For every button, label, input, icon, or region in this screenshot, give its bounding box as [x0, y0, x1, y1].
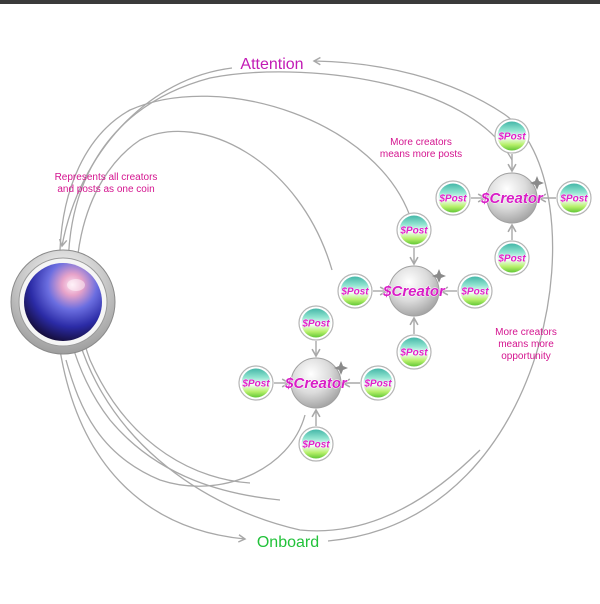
arc-attention-to-main-coin: [58, 67, 233, 248]
sparkle-icon: [432, 269, 446, 283]
post-coin-top-3: $Post: [298, 305, 334, 341]
post-coin-label: $Post: [559, 194, 588, 205]
post-coin-label: $Post: [301, 440, 330, 451]
post-coin-left-3: $Post: [238, 365, 274, 401]
svg-text:and posts as one coin: and posts as one coin: [57, 184, 154, 195]
post-coin-label: $Post: [363, 379, 392, 390]
post-coin-bottom-3: $Post: [298, 426, 334, 462]
creator-coin-2: $Creator: [382, 265, 446, 317]
svg-text:More creators: More creators: [390, 137, 452, 148]
sparkle-icon: [530, 176, 544, 190]
svg-text:opportunity: opportunity: [501, 351, 550, 362]
attention-label: Attention: [240, 56, 303, 73]
svg-text:More creators: More creators: [495, 327, 557, 338]
post-coin-label: $Post: [340, 287, 369, 298]
creator-coin-1: $Creator: [480, 172, 544, 224]
svg-text:Represents all creators: Represents all creators: [55, 172, 158, 183]
post-coin-label: $Post: [241, 379, 270, 390]
post-coin-label: $Post: [497, 254, 526, 265]
annotation-represents: Represents all creators and posts as one…: [55, 172, 158, 195]
post-coin-left-1: $Post: [435, 180, 471, 216]
post-coin-label: $Post: [460, 287, 489, 298]
post-coin-left-2: $Post: [337, 273, 373, 309]
creator-coin-label: $Creator: [480, 190, 544, 207]
post-coin-right-1: $Post: [556, 180, 592, 216]
post-coin-bottom-2: $Post: [396, 334, 432, 370]
creator-coin-3: $Creator: [284, 357, 348, 409]
sparkle-icon: [334, 361, 348, 375]
annotation-more-opportunity: More creators means more opportunity: [495, 327, 557, 362]
post-coin-top-1: $Post: [494, 118, 530, 154]
post-coin-label: $Post: [301, 319, 330, 330]
post-coin-label: $Post: [438, 194, 467, 205]
coin-clusters: $Creator $Post $Post $Post $Post $Creator $Pos…: [238, 118, 592, 462]
arc-inner-4: [65, 359, 306, 487]
blue-sphere-coin-icon: [10, 249, 116, 355]
creator-coin-label: $Creator: [284, 375, 348, 392]
post-coin-right-2: $Post: [457, 273, 493, 309]
top-border: [0, 0, 600, 4]
post-coin-bottom-1: $Post: [494, 240, 530, 276]
post-coin-label: $Post: [399, 348, 428, 359]
post-coin-label: $Post: [399, 226, 428, 237]
arc-main-coin-to-onboard: [59, 349, 247, 543]
creator-coin-label: $Creator: [382, 283, 446, 300]
arc-inner-3: [75, 130, 333, 484]
svg-text:means more: means more: [498, 339, 554, 350]
arc-inner-2: [59, 95, 413, 501]
post-coin-right-3: $Post: [360, 365, 396, 401]
annotation-more-posts: More creators means more posts: [380, 137, 462, 160]
post-coin-top-2: $Post: [396, 212, 432, 248]
svg-text:means more posts: means more posts: [380, 149, 462, 160]
arc-onboard-to-attention: [312, 56, 554, 542]
onboard-label: Onboard: [257, 534, 319, 551]
post-coin-label: $Post: [497, 132, 526, 143]
coin-connectors: [274, 154, 556, 426]
